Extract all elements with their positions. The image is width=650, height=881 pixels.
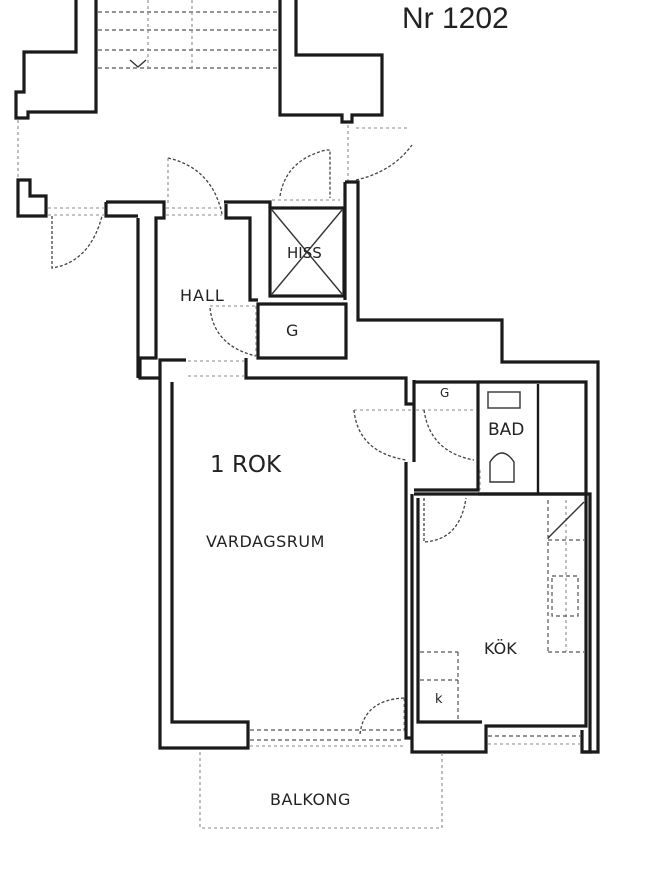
room-label-kok: KÖK (484, 639, 517, 658)
hiss-door-swing (279, 149, 331, 198)
bath-closet-door-swing (423, 409, 475, 461)
room-label-bath-closet: G (440, 386, 450, 400)
sink-icon (487, 391, 521, 409)
apartment-type: 1 ROK (210, 452, 282, 478)
stove-icon (547, 501, 585, 539)
balcony-door-swing (359, 697, 405, 735)
elevator (268, 206, 346, 298)
room-label-kyl: k (435, 692, 443, 707)
kitchen-door-swing (423, 497, 467, 543)
vardagsrum-walls (158, 378, 416, 750)
room-label-hall-closet: G (286, 321, 299, 340)
stairwell (14, 0, 413, 182)
room-label-hall: HALL (180, 286, 225, 305)
stair-direction-arrow-icon (129, 59, 147, 68)
closet-door-swing (209, 307, 257, 357)
balcony-outline (199, 752, 443, 829)
room-label-vardagsrum: VARDAGSRUM (206, 532, 325, 551)
toilet-icon (489, 452, 515, 483)
kitchen-walls (410, 492, 592, 754)
kitchen-sink-icon (551, 575, 579, 617)
apartment-number: Nr 1202 (402, 2, 509, 35)
hall-walls (104, 149, 600, 754)
stairwell-door-swing (355, 144, 413, 181)
neighbor-door-swing (51, 215, 103, 269)
room-label-bad: BAD (488, 420, 525, 440)
room-label-hiss: HISS (287, 244, 322, 262)
room-label-balkong: BALKONG (270, 790, 351, 809)
entry-door-swing (167, 157, 223, 215)
living-door-swing (353, 409, 407, 461)
